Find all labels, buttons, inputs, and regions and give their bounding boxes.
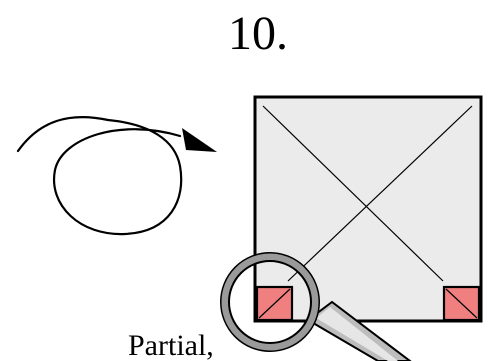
rotation-arrowhead	[182, 128, 217, 152]
rotation-arrow-curve	[18, 117, 181, 234]
corner-fold-bottom-right	[444, 287, 479, 320]
corner-fold-bottom-left	[257, 287, 292, 320]
step-number: 10.	[228, 7, 288, 60]
rotation-arrow-icon	[18, 117, 217, 234]
caption-text: Partial,	[128, 329, 214, 361]
